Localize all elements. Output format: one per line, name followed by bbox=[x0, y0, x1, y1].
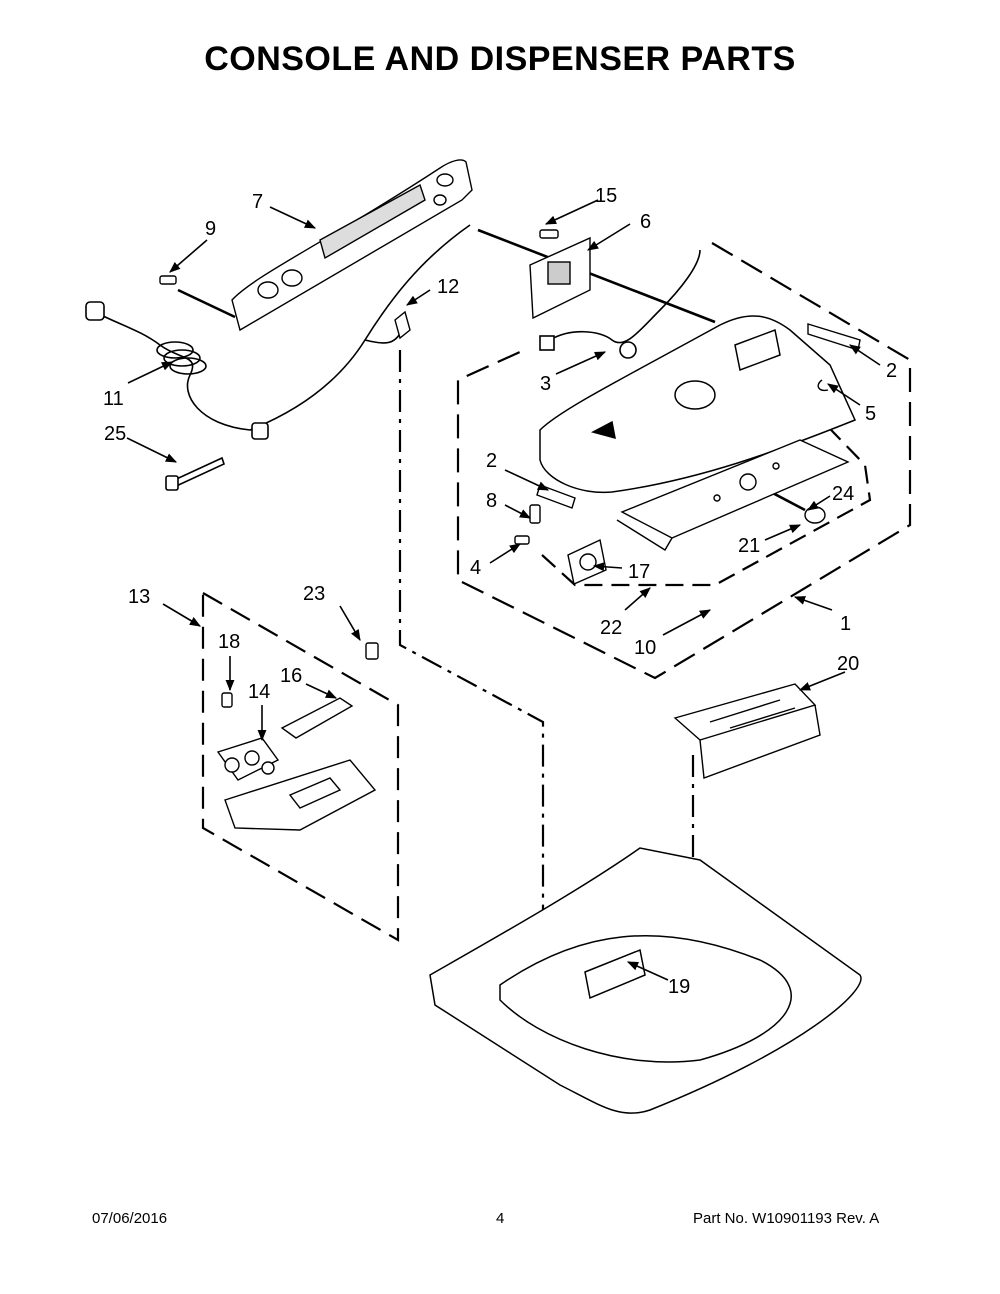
screws bbox=[159, 229, 559, 708]
callout-15: 15 bbox=[595, 185, 617, 207]
callout-5: 5 bbox=[865, 403, 876, 425]
callout-21: 21 bbox=[738, 535, 760, 557]
callout-20: 20 bbox=[837, 653, 859, 675]
callout-22: 22 bbox=[600, 617, 622, 639]
callout-4: 4 bbox=[470, 557, 481, 579]
encoder-module bbox=[567, 506, 826, 585]
console-body bbox=[539, 315, 857, 494]
callout-23: 23 bbox=[303, 583, 325, 605]
callout-24: 24 bbox=[832, 483, 854, 505]
callout-19: 19 bbox=[668, 976, 690, 998]
wire-harness bbox=[539, 249, 701, 359]
callout-8: 8 bbox=[486, 490, 497, 512]
callout-17: 17 bbox=[628, 561, 650, 583]
power-cord bbox=[85, 224, 471, 440]
callout-2-top: 2 bbox=[886, 360, 897, 382]
footer-part-number: Part No. W10901193 Rev. A bbox=[693, 1210, 880, 1227]
dispenser-panel bbox=[616, 439, 850, 551]
page-title: CONSOLE AND DISPENSER PARTS bbox=[204, 40, 796, 78]
callout-25: 25 bbox=[104, 423, 126, 445]
callout-2-lower: 2 bbox=[486, 450, 497, 472]
callout-10: 10 bbox=[634, 637, 656, 659]
footer-page-number: 4 bbox=[496, 1210, 505, 1227]
dispenser-tray bbox=[673, 683, 821, 779]
callout-1: 1 bbox=[840, 613, 851, 635]
callout-3: 3 bbox=[540, 373, 551, 395]
dispenser-subassembly-boundary bbox=[541, 402, 872, 587]
control-board bbox=[529, 236, 591, 320]
callout-13: 13 bbox=[128, 586, 150, 608]
callout-7: 7 bbox=[252, 191, 263, 213]
callout-14: 14 bbox=[248, 681, 270, 703]
callout-12: 12 bbox=[437, 276, 459, 298]
guide-line-12 bbox=[398, 350, 545, 955]
callout-11: 11 bbox=[103, 388, 124, 410]
footer-date: 07/06/2016 bbox=[92, 1210, 168, 1227]
tie-strap bbox=[165, 456, 225, 491]
callout-6: 6 bbox=[640, 211, 651, 233]
callout-16: 16 bbox=[280, 665, 302, 687]
water-valve bbox=[216, 697, 377, 831]
callout-9: 9 bbox=[205, 218, 216, 240]
callout-18: 18 bbox=[218, 631, 240, 653]
valve-assembly-boundary bbox=[201, 591, 400, 942]
console-assembly-boundary bbox=[456, 242, 912, 680]
console-back-panel bbox=[231, 159, 473, 332]
top-cover bbox=[429, 847, 862, 1114]
